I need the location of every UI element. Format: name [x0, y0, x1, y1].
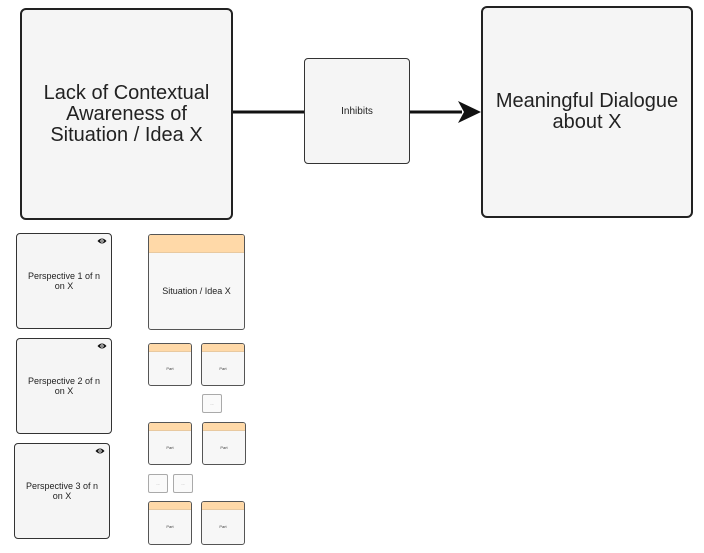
- perspective-box-3[interactable]: Perspective 3 of n on X: [14, 443, 110, 539]
- connector-node[interactable]: ...: [148, 474, 168, 493]
- connector-node[interactable]: ...: [202, 394, 222, 413]
- connector-node-label: ...: [181, 481, 185, 486]
- part-card-header: [202, 502, 244, 510]
- perspective-label-1: Perspective 1 of n on X: [27, 271, 101, 291]
- part-card[interactable]: Part: [201, 501, 245, 545]
- part-card-label: Part: [166, 524, 174, 529]
- part-card-label: Part: [166, 444, 174, 450]
- part-card-label: Part: [219, 365, 227, 371]
- source-box[interactable]: Lack of Contextual Awareness of Situatio…: [20, 8, 233, 220]
- perspective-label-2: Perspective 2 of n on X: [27, 376, 101, 396]
- source-label: Lack of Contextual Awareness of Situatio…: [43, 81, 210, 146]
- part-card[interactable]: Part: [202, 422, 246, 465]
- part-card[interactable]: Part: [148, 501, 192, 545]
- situation-card[interactable]: Situation / Idea X: [148, 234, 245, 330]
- connector-node[interactable]: ...: [173, 474, 193, 493]
- relation-label: Inhibits: [341, 105, 373, 117]
- part-card-header: [149, 344, 191, 352]
- part-card-header: [149, 502, 191, 510]
- situation-label: Situation / Idea X: [162, 285, 231, 296]
- part-card-label: Part: [219, 524, 227, 529]
- part-card-header: [202, 344, 244, 352]
- part-card-header: [203, 423, 245, 431]
- part-card[interactable]: Part: [201, 343, 245, 386]
- eye-icon: [95, 448, 105, 454]
- arrowhead-icon: [458, 101, 481, 123]
- eye-icon: [97, 238, 107, 244]
- relation-box[interactable]: Inhibits: [304, 58, 410, 164]
- part-card-label: Part: [220, 444, 228, 450]
- connector-node-label: ...: [156, 481, 160, 486]
- target-label: Meaningful Dialogue about X: [495, 90, 679, 133]
- part-card[interactable]: Part: [148, 422, 192, 465]
- eye-icon: [97, 343, 107, 349]
- part-card[interactable]: Part: [148, 343, 192, 386]
- connector-node-label: ...: [210, 401, 214, 406]
- situation-card-header: [149, 235, 244, 253]
- perspective-box-1[interactable]: Perspective 1 of n on X: [16, 233, 112, 329]
- target-box[interactable]: Meaningful Dialogue about X: [481, 6, 693, 218]
- part-card-label: Part: [166, 365, 174, 371]
- perspective-box-2[interactable]: Perspective 2 of n on X: [16, 338, 112, 434]
- perspective-label-3: Perspective 3 of n on X: [25, 481, 99, 501]
- part-card-header: [149, 423, 191, 431]
